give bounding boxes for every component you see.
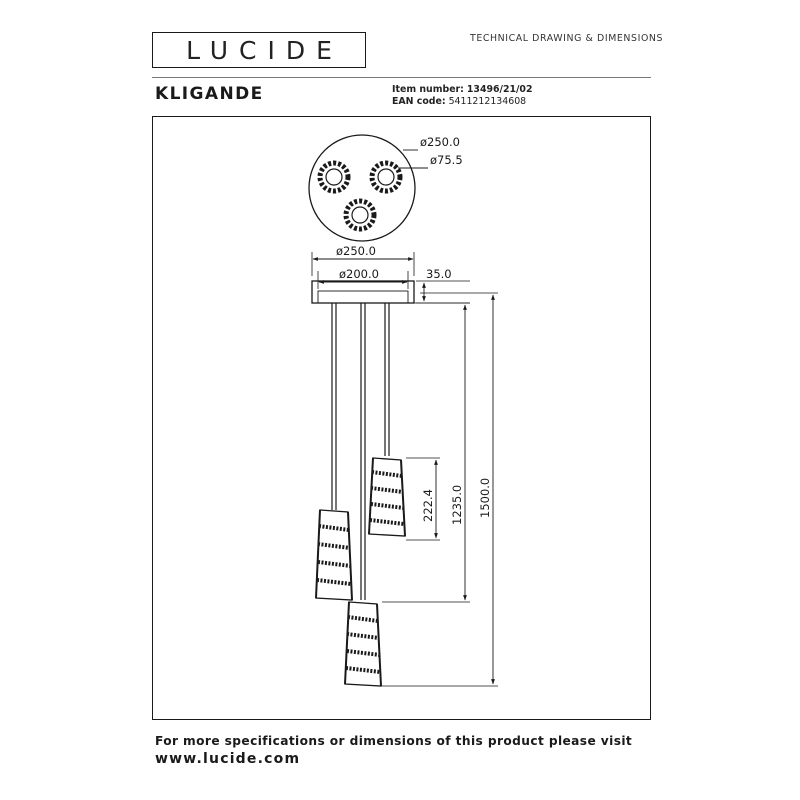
spot-top-bottom [343, 198, 377, 232]
drawing-frame [152, 116, 651, 720]
canopy-side [311, 280, 415, 304]
brand-logo-text: LUCIDE [186, 35, 343, 65]
top-canopy-diameter-label: ø250.0 [420, 135, 460, 149]
cables [331, 303, 390, 600]
side-canopy-diameter-label: ø250.0 [336, 244, 376, 258]
header-divider [152, 77, 651, 78]
canopy-height-label: 35.0 [426, 267, 452, 281]
shade-right [368, 457, 406, 537]
dimension-shade-height: 222.4 [406, 457, 440, 541]
document-type-label: TECHNICAL DRAWING & DIMENSIONS [470, 33, 664, 44]
spot-top-right [369, 160, 403, 194]
short-drop-label: 1235.0 [450, 485, 464, 525]
dimension-short-drop: 1235.0 [382, 302, 470, 603]
dimension-base-width: ø200.0 [317, 267, 409, 289]
shade-left [315, 509, 353, 601]
shade-height-label: 222.4 [421, 489, 435, 522]
dimension-canopy-width: ø250.0 [311, 244, 415, 276]
brand-logo: LUCIDE [152, 32, 366, 68]
side-base-diameter-label: ø200.0 [339, 267, 379, 281]
item-number-label: Item number: [392, 84, 464, 95]
top-view: ø250.0 ø75.5 [308, 134, 463, 242]
shade-bottom [344, 601, 382, 687]
item-number-value: 13496/21/02 [466, 84, 533, 95]
dimension-total-height: 1500.0 [382, 292, 498, 687]
item-number-line: Item number: 13496/21/02 [392, 84, 532, 95]
spot-top-left [317, 160, 351, 194]
product-name: KLIGANDE [155, 84, 264, 104]
ean-value: 5411212134608 [448, 96, 527, 107]
footer-specs-text: For more specifications or dimensions of… [155, 734, 633, 748]
dimension-canopy-height: 35.0 [416, 267, 470, 304]
total-height-label: 1500.0 [478, 478, 492, 518]
ean-label: EAN code: [392, 96, 446, 107]
canopy-top-circle [308, 134, 416, 242]
top-spot-diameter-label: ø75.5 [430, 153, 463, 167]
ean-line: EAN code: 5411212134608 [392, 96, 526, 107]
footer-website-link[interactable]: www.lucide.com [155, 751, 301, 767]
